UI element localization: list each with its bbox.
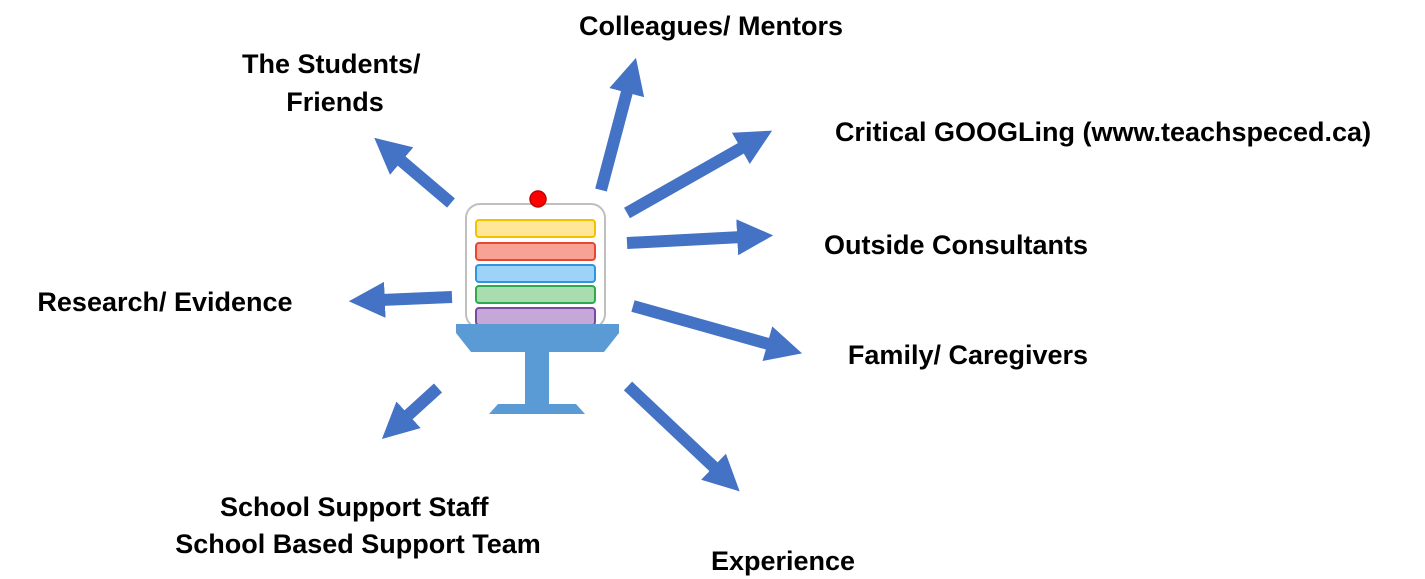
labels: Colleagues/ Mentors The Students/ Friend…	[37, 11, 1371, 576]
label-students: The Students/ Friends	[242, 49, 428, 117]
label-experience: Experience	[711, 546, 855, 576]
label-research: Research/ Evidence	[37, 287, 292, 317]
cake-layer-4	[475, 285, 596, 304]
cake-layer-1	[475, 219, 596, 238]
label-consultants: Outside Consultants	[824, 230, 1088, 260]
cake-layer-5	[475, 307, 596, 326]
label-googling: Critical GOOGLing (www.teachspeced.ca)	[835, 117, 1371, 147]
cake-stand	[456, 324, 619, 414]
arrow-to-family	[631, 300, 803, 362]
label-colleagues: Colleagues/ Mentors	[579, 11, 843, 41]
cake-layer-2	[475, 242, 596, 261]
arrow-to-googling	[624, 130, 773, 219]
cherry-icon	[529, 190, 547, 208]
layer-cake-icon	[456, 190, 619, 414]
arrow-to-experience	[623, 381, 740, 492]
arrow-to-consultants	[626, 219, 774, 256]
label-school: School Support Staff School Based Suppor…	[175, 492, 541, 559]
arrow-to-school	[381, 383, 443, 439]
cake-layer-3	[475, 264, 596, 283]
arrow-to-colleagues	[595, 57, 645, 192]
arrows	[348, 57, 803, 492]
arrow-to-students	[374, 137, 455, 208]
arrow-to-research	[348, 281, 453, 318]
label-family: Family/ Caregivers	[848, 340, 1088, 370]
